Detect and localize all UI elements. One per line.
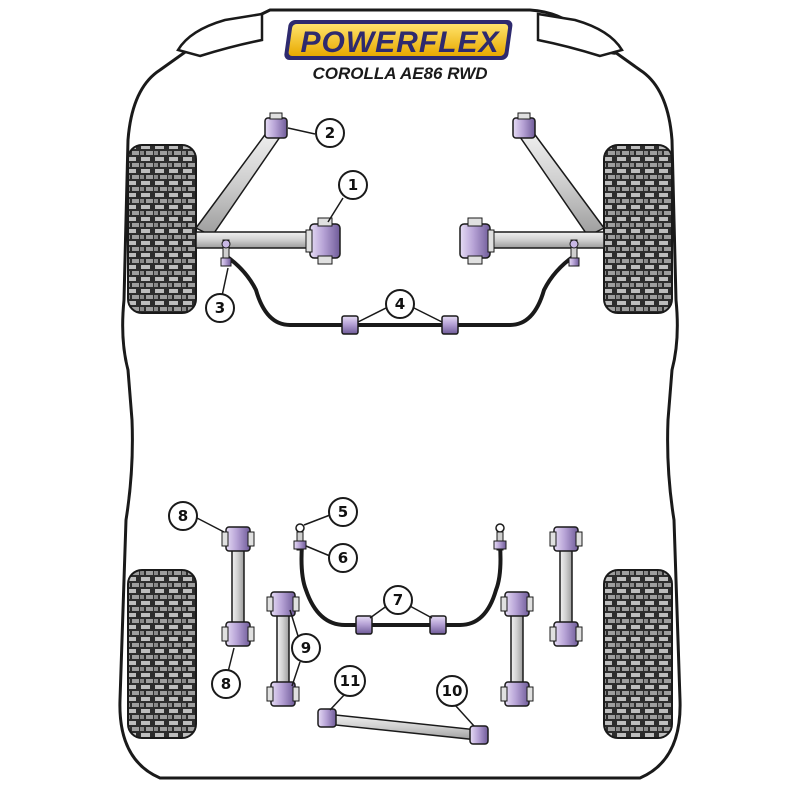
front-right-drop-link — [568, 239, 580, 267]
callout-1-label: 1 — [348, 176, 358, 194]
front-right-headlamp-outline — [536, 12, 624, 58]
callout-10: 10 — [436, 675, 468, 707]
rear-anti-roll-bar-left-bushing — [355, 615, 373, 635]
callout-11-label: 11 — [340, 672, 361, 690]
callout-4: 4 — [385, 289, 415, 319]
rear-right-lower-link — [500, 591, 534, 707]
front-left-arm-front-bushing — [264, 112, 288, 139]
front-left-arm-rear-bushing — [305, 217, 341, 265]
callout-5: 5 — [328, 497, 358, 527]
callout-8-lower-label: 8 — [221, 675, 231, 693]
callout-1: 1 — [338, 170, 368, 200]
callout-3-label: 3 — [215, 299, 225, 317]
callout-5-label: 5 — [338, 503, 348, 521]
callout-2-label: 2 — [325, 124, 335, 142]
callout-2: 2 — [315, 118, 345, 148]
callout-3: 3 — [205, 293, 235, 323]
front-right-tyre — [603, 144, 673, 314]
rear-anti-roll-bar — [299, 544, 503, 627]
brand-logo: POWERFLEX — [284, 20, 513, 60]
callout-6: 6 — [328, 543, 358, 573]
front-anti-roll-bar-right-bushing — [441, 315, 459, 335]
callout-11: 11 — [334, 665, 366, 697]
model-name: COROLLA AE86 RWD — [312, 64, 487, 83]
front-anti-roll-bar-left-bushing — [341, 315, 359, 335]
rear-anti-roll-bar-left-link — [293, 523, 307, 551]
car-body-outline — [118, 8, 682, 780]
rear-anti-roll-bar-right-link — [493, 523, 507, 551]
callout-10-label: 10 — [442, 682, 463, 700]
callout-8-upper-label: 8 — [178, 507, 188, 525]
callout-9-label: 9 — [301, 639, 311, 657]
callout-7: 7 — [383, 585, 413, 615]
front-anti-roll-bar — [224, 254, 576, 327]
callout-7-label: 7 — [393, 591, 403, 609]
front-left-drop-link — [220, 239, 232, 267]
rear-anti-roll-bar-right-bushing — [429, 615, 447, 635]
front-left-tyre — [127, 144, 197, 314]
rear-left-tyre — [127, 569, 197, 739]
rear-right-tyre — [603, 569, 673, 739]
callout-8-lower: 8 — [211, 669, 241, 699]
callout-6-label: 6 — [338, 549, 348, 567]
callout-4-label: 4 — [395, 295, 405, 313]
brand-name: POWERFLEX — [300, 26, 500, 59]
front-left-headlamp-outline — [176, 12, 264, 58]
callout-8-upper: 8 — [168, 501, 198, 531]
front-right-arm-rear-bushing — [459, 217, 495, 265]
panhard-rod — [317, 708, 489, 745]
callout-9: 9 — [291, 633, 321, 663]
rear-left-lower-link — [266, 591, 300, 707]
leader-lines — [196, 127, 475, 727]
rear-left-upper-link — [221, 526, 255, 647]
front-right-arm-front-bushing — [512, 112, 536, 139]
rear-right-upper-link — [549, 526, 583, 647]
